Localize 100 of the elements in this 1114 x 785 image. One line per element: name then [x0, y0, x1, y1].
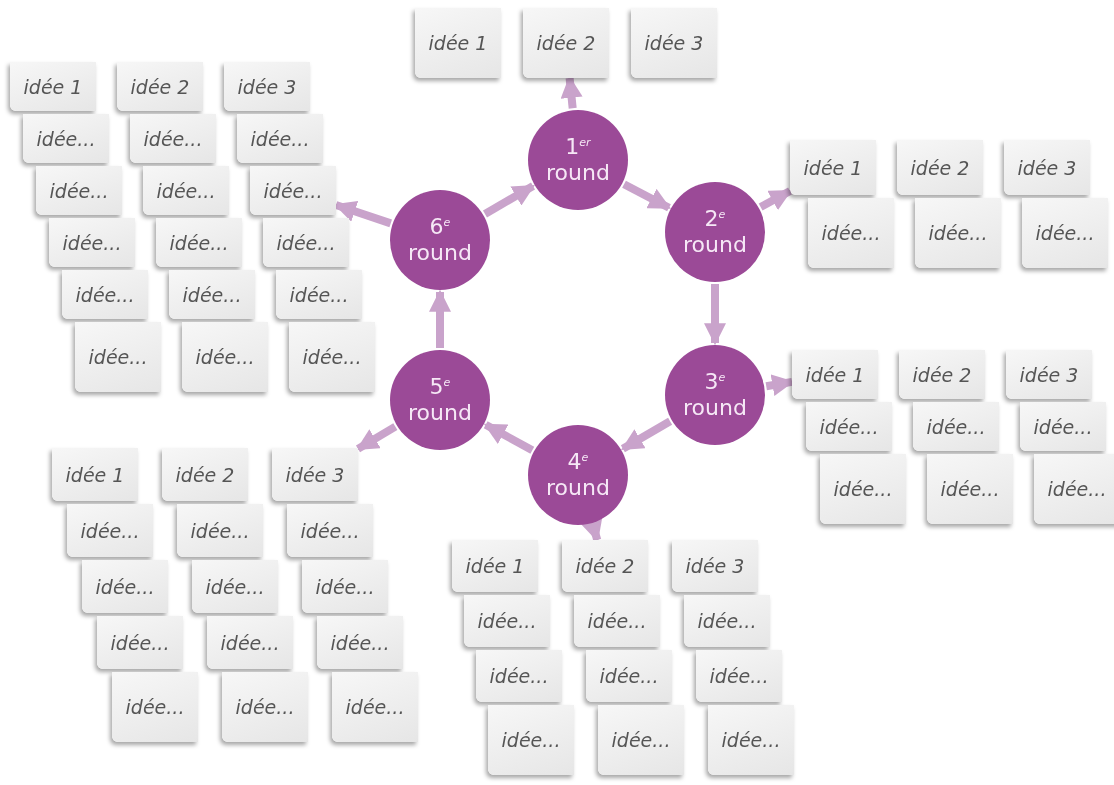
note-text: idée...	[80, 519, 140, 542]
note-text: idée...	[1047, 478, 1107, 500]
note-text: idée 1	[23, 75, 83, 98]
sticky-note	[927, 454, 1013, 524]
note-text: idée 2	[536, 32, 596, 54]
sticky-note	[287, 504, 373, 557]
note-text: idée...	[940, 478, 1000, 500]
sticky-note	[169, 270, 255, 319]
sticky-note	[476, 650, 562, 702]
note-text: idée...	[125, 696, 185, 718]
note-text: idée 3	[1019, 363, 1079, 386]
note-text: idée 2	[910, 156, 970, 179]
sticky-note	[302, 560, 388, 613]
note-text: idée...	[156, 179, 216, 202]
note-text: idée...	[75, 283, 135, 306]
note-text: idée 1	[465, 555, 525, 577]
note-text: idée 2	[575, 555, 635, 577]
note-text: idée 2	[912, 363, 972, 386]
note-text: idée 1	[805, 363, 865, 386]
note-text: idée...	[1033, 415, 1093, 438]
sticky-note	[574, 595, 660, 647]
note-text: idée...	[205, 575, 265, 598]
note-text: idée...	[611, 729, 671, 751]
arrow	[758, 187, 792, 211]
sticky-note	[237, 114, 323, 163]
note-text: idée 2	[130, 75, 190, 98]
sticky-note	[464, 595, 550, 647]
sticky-note	[523, 8, 609, 78]
note-text: idée...	[190, 519, 250, 542]
round-label: 1$^{er}$ round	[545, 133, 611, 187]
note-text: idée...	[599, 665, 659, 687]
note-text: idée...	[330, 631, 390, 654]
sticky-note	[808, 198, 894, 268]
sticky-note	[177, 504, 263, 557]
sticky-note	[117, 62, 203, 111]
note-text: idée...	[345, 696, 405, 718]
sticky-note	[276, 270, 362, 319]
sticky-note	[289, 322, 375, 392]
sticky-note	[112, 672, 198, 742]
note-text: idée...	[1035, 222, 1095, 244]
note-text: idée 1	[428, 32, 488, 54]
note-text: idée 1	[803, 156, 863, 179]
note-text: idée...	[235, 696, 295, 718]
note-text: idée...	[88, 346, 148, 368]
note-text: idée...	[709, 665, 769, 687]
note-text: idée...	[926, 415, 986, 438]
round-label: 2$^{e}$ round	[682, 205, 748, 259]
sticky-note	[192, 560, 278, 613]
sticky-note	[820, 454, 906, 524]
round-label: 4$^{e}$ round	[545, 448, 611, 502]
note-text: idée...	[169, 231, 229, 254]
note-text: idée 3	[285, 463, 345, 486]
note-text: idée...	[110, 631, 170, 654]
sticky-note	[708, 705, 794, 775]
note-text: idée 3	[237, 75, 297, 98]
sticky-note	[1022, 198, 1108, 268]
note-text: idée 3	[1017, 156, 1077, 179]
sticky-note	[415, 8, 501, 78]
note-text: idée...	[587, 610, 647, 632]
sticky-note	[897, 140, 983, 195]
round-label: 6$^{e}$ round	[407, 213, 473, 267]
arrow	[483, 421, 535, 454]
note-text: idée 3	[685, 555, 745, 577]
sticky-note	[598, 705, 684, 775]
sticky-note	[224, 62, 310, 111]
note-text: idée...	[49, 179, 109, 202]
sticky-note	[75, 322, 161, 392]
note-text: idée...	[697, 610, 757, 632]
note-text: idée...	[489, 665, 549, 687]
arrow	[483, 182, 535, 218]
note-text: idée...	[721, 729, 781, 751]
sticky-note	[899, 350, 985, 399]
arrow	[704, 284, 726, 346]
sticky-note	[1034, 454, 1114, 524]
sticky-note	[130, 114, 216, 163]
sticky-note	[222, 672, 308, 742]
round-label: 3$^{e}$ round	[682, 368, 748, 422]
sticky-note	[913, 402, 999, 451]
sticky-note	[684, 595, 770, 647]
note-text: idée...	[182, 283, 242, 306]
sticky-note	[143, 166, 229, 215]
note-text: idée...	[95, 575, 155, 598]
sticky-note	[272, 448, 358, 501]
sticky-note	[182, 322, 268, 392]
sticky-note	[1006, 350, 1092, 399]
sticky-note	[488, 705, 574, 775]
sticky-note	[82, 560, 168, 613]
note-text: idée...	[501, 729, 561, 751]
note-text: idée...	[302, 346, 362, 368]
sticky-note	[452, 540, 538, 592]
sticky-note	[790, 140, 876, 195]
sticky-note	[1004, 140, 1090, 195]
sticky-note	[23, 114, 109, 163]
sticky-note	[49, 218, 135, 267]
note-text: idée 1	[65, 463, 125, 486]
arrow	[581, 517, 603, 543]
sticky-note	[1020, 402, 1106, 451]
note-text: idée...	[62, 231, 122, 254]
sticky-note	[162, 448, 248, 501]
sticky-note	[586, 650, 672, 702]
